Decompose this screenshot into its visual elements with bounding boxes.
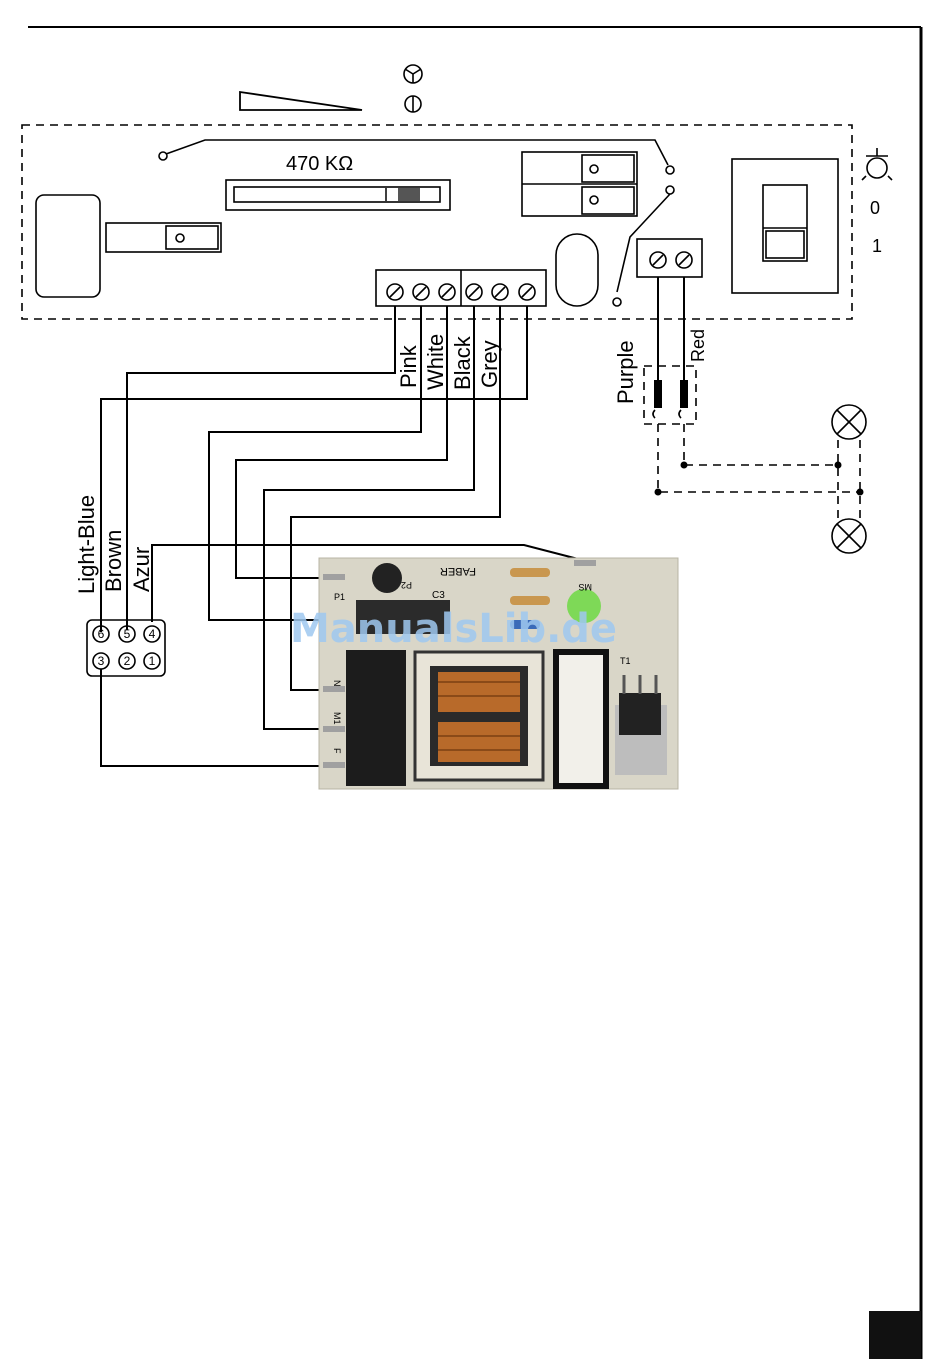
pcb-label-c3: C3	[432, 590, 445, 601]
double-switch	[522, 152, 637, 216]
fan-speed-icon	[404, 65, 422, 83]
lamp-terminal-block	[637, 239, 702, 277]
wire-pin3	[101, 669, 345, 766]
wire-label-pink: Pink	[396, 344, 421, 388]
pcb-label-ms: MS	[579, 582, 593, 592]
switch-on-label: 1	[872, 236, 882, 256]
pin-3: 3	[98, 654, 105, 668]
lamp-connector	[644, 366, 696, 424]
light-switch	[732, 159, 838, 293]
control-box	[22, 125, 852, 319]
wire-label-grey: Grey	[477, 340, 502, 388]
switch-off-label: 0	[870, 198, 880, 218]
pcb-label-t1: T1	[620, 656, 631, 666]
pin-1: 1	[149, 654, 156, 668]
six-pin-connector: 6 5 4 3 2 1	[87, 620, 165, 676]
pcb-board-photo: FABER P1 P2 C3 MS N M1 F T1	[319, 558, 678, 789]
wire-label-light-blue: Light-Blue	[74, 495, 99, 594]
lamp-icon	[862, 148, 892, 180]
wire-label-black: Black	[450, 335, 475, 390]
pin-6: 6	[98, 627, 105, 641]
speed-ramp-icon	[240, 92, 362, 110]
wire-label-brown: Brown	[101, 530, 126, 592]
control-knob	[36, 195, 100, 297]
pcb-label-p2: P2	[401, 580, 412, 590]
potentiometer-slider	[226, 180, 450, 210]
pin-4: 4	[149, 627, 156, 641]
pin-2: 2	[124, 654, 131, 668]
lamp-top-icon	[832, 405, 866, 439]
wire-label-azur: Azur	[129, 547, 154, 592]
knob-lever	[106, 223, 221, 252]
main-terminal-block	[376, 270, 546, 306]
pcb-label-n: N	[332, 680, 342, 687]
page-number-tab	[869, 1311, 921, 1359]
pin-5: 5	[124, 627, 131, 641]
lamp-bottom-icon	[832, 519, 866, 553]
watermark: ManualsLib.de	[290, 606, 617, 652]
power-icon	[405, 96, 421, 112]
wire-label-red: Red	[688, 329, 708, 362]
wire-label-white: White	[423, 334, 448, 390]
pcb-brand: FABER	[440, 565, 476, 577]
pcb-label-p1: P1	[334, 592, 345, 602]
pcb-label-f: F	[332, 748, 342, 754]
pcb-label-m1: M1	[332, 712, 342, 725]
oval-button	[556, 234, 598, 306]
resistance-label: 470 KΩ	[286, 153, 353, 175]
wire-label-purple: Purple	[613, 340, 638, 404]
